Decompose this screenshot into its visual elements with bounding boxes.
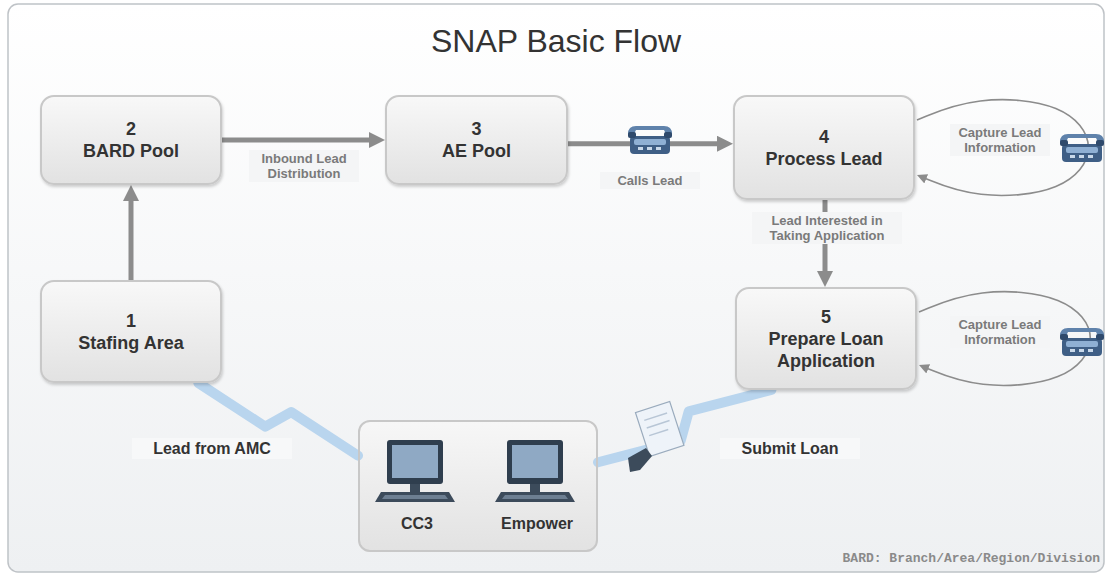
phone-icon	[628, 126, 672, 154]
step-name: Process Lead	[765, 148, 882, 170]
system-name: CC3	[372, 514, 462, 534]
step-number: 5	[821, 306, 831, 328]
phone-icon	[1060, 134, 1104, 162]
step-number: 2	[126, 118, 136, 140]
hand-icon	[628, 448, 652, 472]
process-box: 5Prepare Loan Application	[735, 287, 917, 390]
tray-fill	[358, 420, 598, 552]
step-number: 1	[126, 310, 136, 332]
edge-label: Lead Interested in Taking Application	[752, 212, 902, 244]
edge-label: Calls Lead	[600, 172, 700, 189]
paper-line	[647, 421, 670, 428]
phone-icon	[1060, 328, 1104, 356]
process-box: 3AE Pool	[385, 95, 568, 185]
flow-arrow	[222, 138, 377, 143]
computer-icon	[495, 440, 575, 502]
process-box: 2BARD Pool	[40, 95, 222, 185]
step-name: Prepare Loan Application	[747, 328, 905, 372]
edge-label: Inbound Lead Distribution	[249, 150, 359, 182]
frame	[8, 4, 1104, 572]
document-icon	[635, 402, 683, 457]
edge-label: Capture Lead Information	[950, 316, 1050, 348]
computer-icon	[375, 440, 455, 502]
system-name: Empower	[492, 514, 582, 534]
footnote: BARD: Branch/Area/Region/Division	[843, 551, 1100, 567]
paper-line	[649, 429, 668, 435]
flow-arrow	[129, 193, 134, 280]
step-name: AE Pool	[442, 140, 511, 162]
paper-line	[644, 413, 667, 420]
process-box: 4Process Lead	[733, 95, 915, 200]
edge-label: Lead from AMC	[132, 438, 292, 459]
step-number: 4	[819, 126, 829, 148]
system-box: CC3 Empower	[358, 420, 598, 552]
step-name: Stafing Area	[78, 332, 183, 354]
diagram-title: SNAP Basic Flow	[0, 22, 1112, 60]
edge-label: Capture Lead Information	[950, 124, 1050, 156]
edge-label: Submit Loan	[720, 438, 860, 459]
step-number: 3	[471, 118, 481, 140]
process-box: 1Stafing Area	[40, 280, 222, 383]
paper-sheet	[635, 402, 683, 457]
step-name: BARD Pool	[83, 140, 179, 162]
